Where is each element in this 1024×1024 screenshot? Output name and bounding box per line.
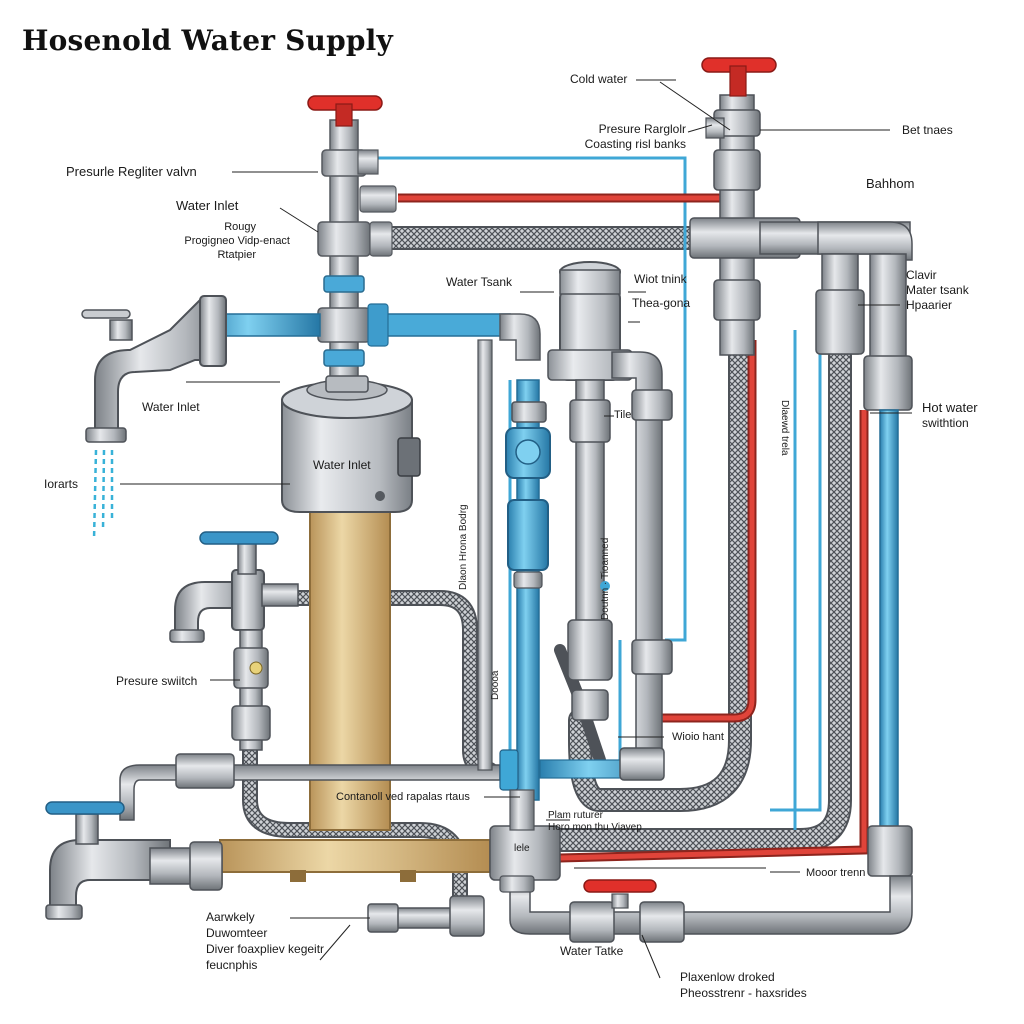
label-vertical-left: Dlaon Hrona Bodrg (458, 504, 469, 590)
center-column (547, 261, 633, 721)
right-riser-center (539, 351, 673, 781)
label-rtatpier: Rtatpier (217, 249, 256, 261)
return-pipe (119, 339, 501, 821)
water-drops-icon (92, 449, 114, 541)
label-plan-tuner: Plam ruturer (548, 810, 604, 821)
label-vertical-right: Dlaewd trela (779, 400, 790, 456)
label-pressure-switch: Presure swiitch (116, 674, 198, 688)
label-hpaarier: Hpaarier (906, 298, 953, 312)
label-switch: swithtion (922, 416, 969, 430)
faucet-icon (169, 531, 299, 751)
thin-cold-lines (375, 156, 900, 830)
label-water-inlet-left: Water Inlet (142, 400, 200, 414)
label-thea-gona: Thea-gona (632, 296, 691, 310)
faucet-icon (45, 801, 223, 920)
main-riser-pipe (317, 119, 397, 391)
right-main-pipe (689, 94, 913, 877)
label-rougy: Rougy (224, 221, 256, 233)
valve-handle-icon (701, 57, 777, 97)
label-clavir: Clavir (906, 268, 937, 282)
label-lele: lele (514, 843, 530, 854)
label-water-tatk: Water Tatke (560, 944, 624, 958)
label-water-inlet-tank: Water Inlet (313, 458, 371, 472)
label-cold-water: Cold water (570, 72, 628, 86)
braided-hoses (242, 226, 852, 918)
faucet-icon (81, 295, 227, 443)
hot-water-lines (398, 193, 869, 863)
label-moor-tenn: Mooor trenn (806, 867, 866, 879)
label-lorarts: Iorarts (44, 477, 79, 491)
label-pressure-regulator: Presure Rarglolr (598, 122, 686, 136)
label-tile: Tile (614, 409, 632, 421)
cold-supply-pipe (199, 303, 541, 361)
label-bathroom: Bahhom (866, 176, 915, 191)
valve-handle-icon (307, 95, 383, 127)
label-wioio-hant: Wioio hant (672, 731, 724, 743)
label-water-tank-top: Water Tsank (446, 275, 513, 289)
label-contanol: Contanoll ved rapalas rtaus (336, 791, 470, 803)
brass-base (219, 839, 491, 882)
leader-lines (120, 79, 912, 979)
label-bet-tnaes: Bet tnaes (902, 123, 953, 137)
label-water-inlet-top: Water Inlet (176, 198, 239, 213)
label-vertical-small: Doooa (490, 670, 501, 700)
pressure-gauge-icon (499, 379, 551, 801)
drain-fitting (367, 895, 485, 937)
label-progigneo: Progigneo Vidp-enact (184, 235, 290, 247)
label-airwkely: Aarwkely (206, 910, 255, 924)
label-coasting-bank: Coasting risl banks (584, 137, 686, 151)
label-duwomteer: Duwomteer (206, 926, 268, 940)
valve-handle-icon (583, 879, 657, 893)
label-wiot-tank: Wiot tnink (634, 272, 687, 286)
label-pheosstrenr: Pheosstrenr - haxsrides (680, 986, 807, 1000)
label-horo-mon: Horo mon thu Viavep (548, 822, 642, 833)
bottom-return-pipe (489, 789, 913, 943)
label-vertical-mid: Doutnn · Tioanned (600, 537, 611, 620)
label-mater-tank: Mater tsank (906, 283, 969, 297)
page-title: Hosenold Water Supply (22, 24, 393, 57)
label-hot-water: Hot water (922, 400, 978, 415)
label-pressure-regulator-valve: Presurle Regliter valvn (66, 164, 197, 179)
label-feucnphis: feucnphis (206, 958, 258, 972)
label-plaxenlow: Plaxenlow droked (680, 970, 775, 984)
label-diver-foax: Diver foaxpliev kegeitr (206, 942, 325, 956)
